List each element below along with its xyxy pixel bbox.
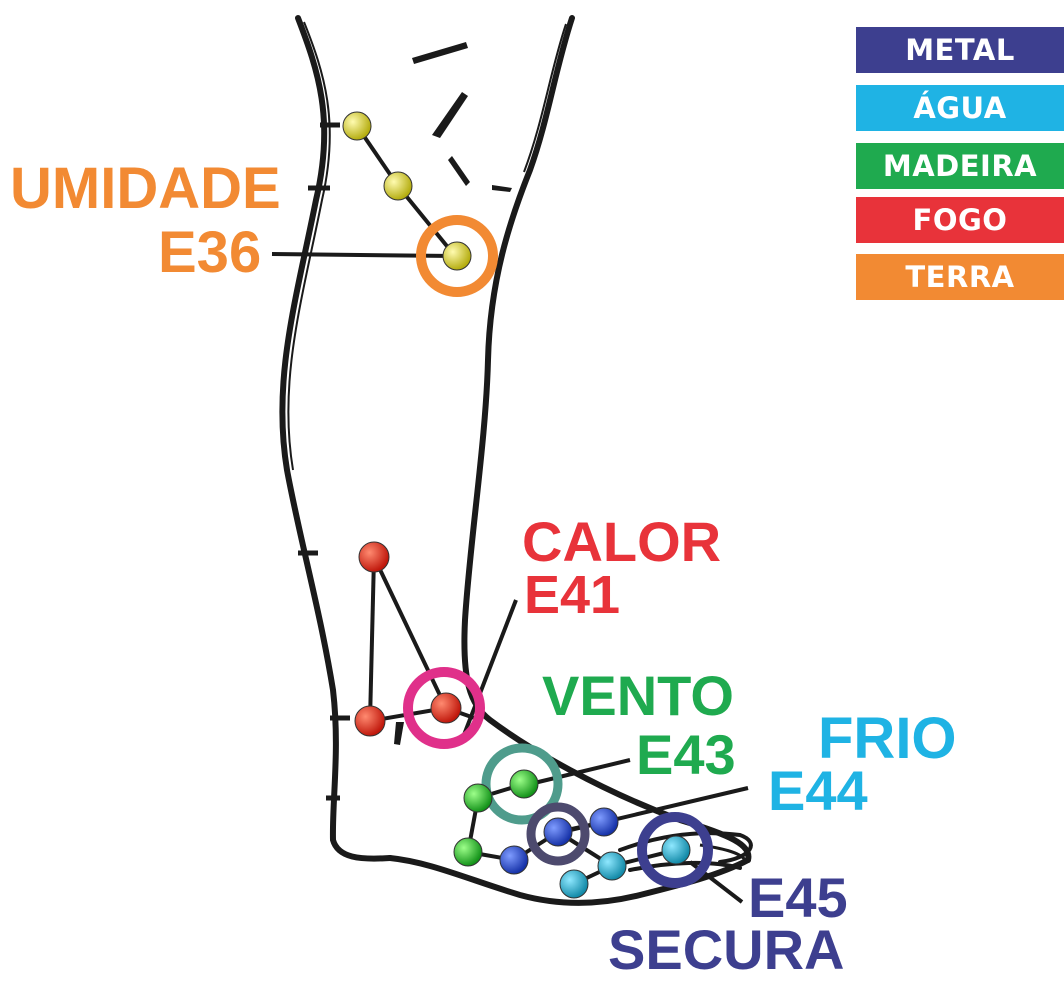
legend-metal: METAL: [856, 27, 1064, 73]
meridian-lines: [357, 126, 676, 884]
legend-terra-label: TERRA: [905, 260, 1014, 294]
legend-agua: ÁGUA: [856, 85, 1064, 131]
point-e36: [443, 242, 471, 270]
label-vento: VENTO: [542, 668, 734, 724]
point-wood-mid: [464, 784, 492, 812]
legend-madeira: MADEIRA: [856, 143, 1064, 189]
leader-lines: [272, 254, 748, 902]
legend-fogo-label: FOGO: [913, 203, 1008, 237]
point-metal-toe: [590, 808, 618, 836]
point-e44: [544, 818, 572, 846]
label-calor: CALOR: [522, 514, 721, 570]
point-water-mid: [598, 852, 626, 880]
earth-points: [343, 112, 471, 270]
label-e36: E36: [158, 224, 261, 282]
legend-madeira-label: MADEIRA: [883, 149, 1037, 183]
label-e41: E41: [524, 568, 620, 622]
label-secura: SECURA: [608, 922, 844, 978]
point-wood-low: [454, 838, 482, 866]
legend-terra: TERRA: [856, 254, 1064, 300]
label-e43: E43: [636, 727, 736, 783]
label-e44: E44: [768, 763, 868, 819]
legend-fogo: FOGO: [856, 197, 1064, 243]
point-e35: [384, 172, 412, 200]
point-e34: [343, 112, 371, 140]
legend-metal-label: METAL: [905, 33, 1015, 67]
point-e43: [510, 770, 538, 798]
label-umidade: UMIDADE: [10, 160, 281, 218]
point-metal-low: [500, 846, 528, 874]
point-water-low: [560, 870, 588, 898]
point-e41: [431, 693, 461, 723]
point-fire-lower: [355, 706, 385, 736]
knee-mark: [412, 42, 468, 64]
legend-agua-label: ÁGUA: [913, 91, 1006, 125]
point-fire-upper: [359, 542, 389, 572]
point-e45: [662, 836, 690, 864]
